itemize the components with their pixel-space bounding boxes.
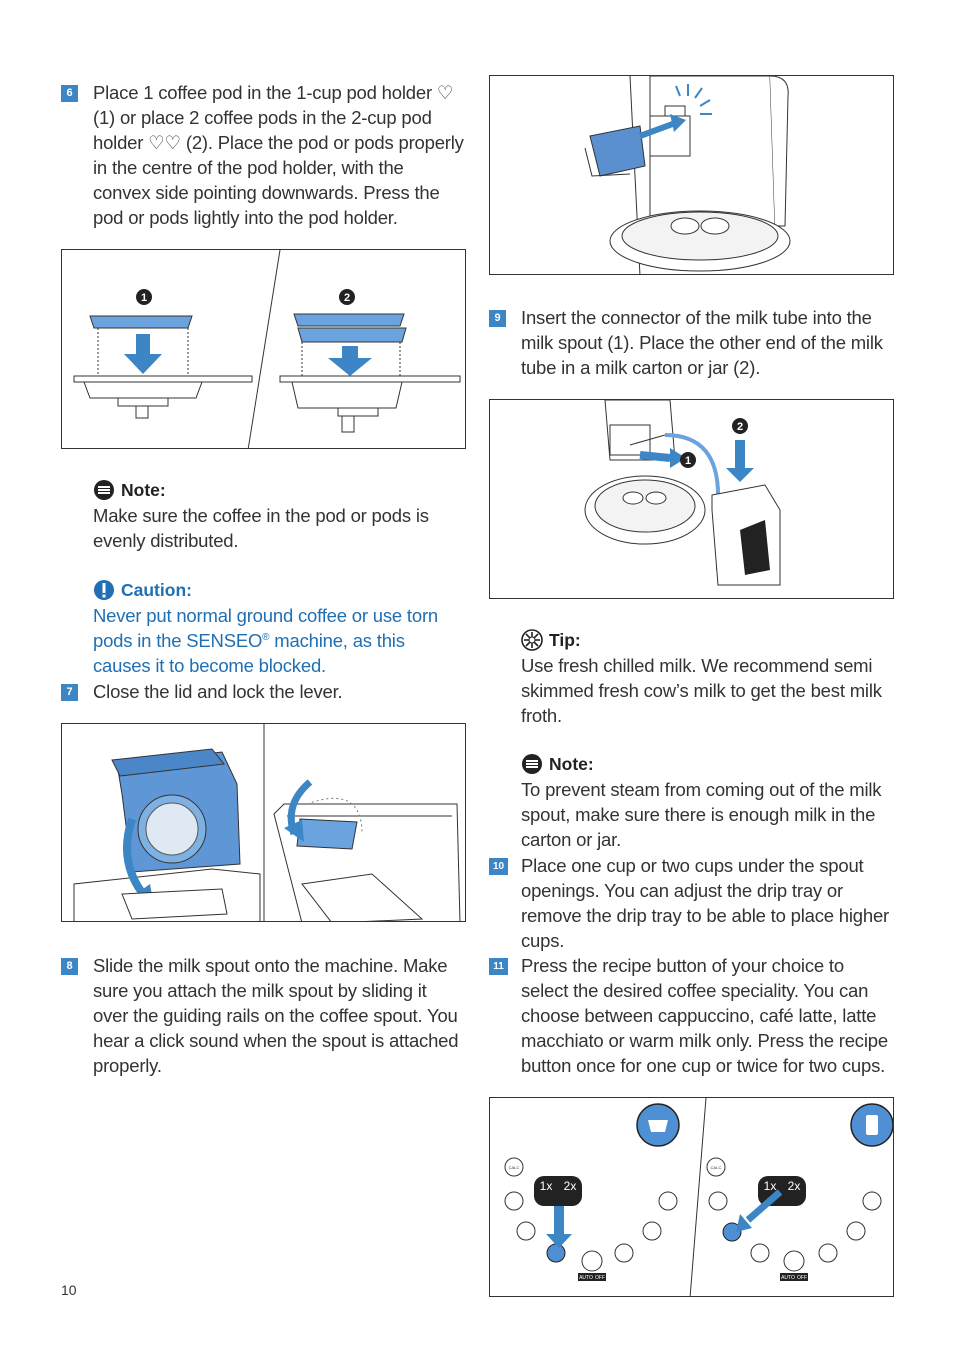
dose-2x-label: 2x [564, 1179, 577, 1193]
figure-milk-tube: 1 2 [489, 399, 894, 599]
caution-text: Never put normal ground coffee or use to… [93, 603, 466, 678]
label-1: 1 [685, 455, 691, 467]
step-text: Press the recipe button of your choice t… [521, 955, 888, 1076]
note-block-1: Note: Make sure the coffee in the pod or… [93, 479, 466, 553]
caution-text-a: Never put normal ground coffee or use to… [93, 605, 439, 651]
calc-label: CALC [711, 1165, 722, 1170]
figure-control-panel: CALC 1x 2x AUTO OFF CALC 1x 2x AUTO [489, 1097, 894, 1297]
note-text: Make sure the coffee in the pod or pods … [93, 505, 429, 551]
step-text: Close the lid and lock the lever. [93, 681, 343, 702]
caution-icon [94, 580, 114, 600]
dose-1x-label: 1x [764, 1179, 777, 1193]
note-text: To prevent steam from coming out of the … [521, 779, 882, 850]
dose-2x-label: 2x [788, 1179, 801, 1193]
figure-milk-spout [489, 75, 894, 275]
step-number: 10 [489, 858, 508, 875]
off-label: OFF [797, 1275, 807, 1281]
dose-1x-label: 1x [540, 1179, 553, 1193]
step-text: Slide the milk spout onto the machine. M… [93, 955, 459, 1076]
figure-pod-holders: 1 2 [61, 249, 466, 449]
auto-label: AUTO [781, 1275, 795, 1281]
note-title: Note: [121, 479, 166, 500]
step-text: Place one cup or two cups under the spou… [521, 855, 890, 951]
note-title: Note: [549, 753, 594, 774]
step-text: Insert the connector of the milk tube in… [521, 307, 883, 378]
note-icon [94, 480, 114, 500]
auto-label: AUTO [579, 1275, 593, 1281]
caution-title: Caution: [121, 579, 192, 600]
label-2: 2 [737, 421, 743, 433]
tip-title: Tip: [549, 629, 581, 650]
step-number: 6 [61, 85, 78, 102]
step-text: Place 1 coffee pod in the 1-cup pod hold… [93, 82, 464, 228]
step-number: 11 [489, 958, 508, 975]
step-number: 9 [489, 310, 506, 327]
note-icon [522, 754, 542, 774]
page-number: 10 [61, 1282, 77, 1298]
label-2: 2 [344, 292, 350, 304]
registered-mark: ® [262, 631, 270, 643]
step-number: 7 [61, 684, 78, 701]
note-block-2: Note: To prevent steam from coming out o… [521, 753, 894, 852]
tip-icon [521, 629, 543, 651]
caution-block: Caution: Never put normal ground coffee … [93, 579, 466, 678]
step-number: 8 [61, 958, 78, 975]
figure-close-lid [61, 723, 466, 922]
label-1: 1 [141, 292, 147, 304]
tip-block: Tip: Use fresh chilled milk. We recommen… [521, 629, 894, 728]
caution-text-b: machine, as this causes it to become blo… [93, 630, 405, 676]
tip-text: Use fresh chilled milk. We recommend sem… [521, 655, 882, 726]
off-label: OFF [595, 1275, 605, 1281]
calc-label: CALC [509, 1165, 520, 1170]
